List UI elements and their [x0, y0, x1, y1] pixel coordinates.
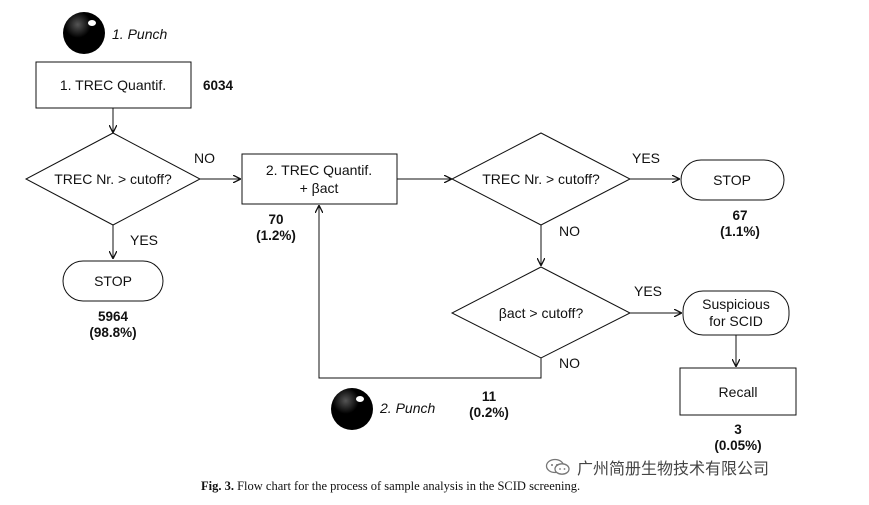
punch-1-label: 1. Punch: [112, 26, 167, 42]
punch-1-highlight: [88, 20, 96, 26]
wechat-icon: [545, 458, 570, 475]
punch-1-circle: [63, 12, 105, 54]
count-11: 11: [482, 389, 497, 404]
stop-1-label: STOP: [94, 273, 132, 289]
caption-text: Flow chart for the process of sample ana…: [237, 479, 581, 493]
decision-2-no: NO: [559, 223, 580, 239]
percent-67: (1.1%): [720, 224, 760, 239]
decision-2-label: TREC Nr. > cutoff?: [482, 171, 600, 187]
percent-3: (0.05%): [714, 438, 761, 453]
percent-11: (0.2%): [469, 405, 509, 420]
punch-2-label: 2. Punch: [379, 400, 435, 416]
trec-quantif-1-label: 1. TREC Quantif.: [60, 77, 166, 93]
count-67: 67: [732, 208, 747, 223]
decision-2-yes: YES: [632, 150, 660, 166]
count-3: 3: [734, 422, 742, 437]
punch-1: 1. Punch: [63, 12, 167, 54]
caption-prefix: Fig. 3.: [201, 479, 234, 493]
punch-2-highlight: [356, 396, 364, 402]
percent-5964: (98.8%): [89, 325, 136, 340]
decision-1-label: TREC Nr. > cutoff?: [54, 171, 172, 187]
decision-3-yes: YES: [634, 283, 662, 299]
watermark-text: 广州简册生物技术有限公司: [577, 459, 770, 478]
trec-quantif-2-label-line1: 2. TREC Quantif.: [266, 162, 372, 178]
figure-caption: Fig. 3. Flow chart for the process of sa…: [201, 479, 580, 494]
trec-quantif-2-box: [241, 153, 398, 205]
stop-2-label: STOP: [713, 172, 751, 188]
trec-quantif-2-label-line2: + βact: [300, 180, 339, 196]
punch-2: 2. Punch: [331, 388, 435, 430]
stop-2-terminator: [680, 159, 785, 201]
suspicious-label-line1: Suspicious: [702, 296, 770, 312]
decision-3-label: βact > cutoff?: [499, 305, 584, 321]
count-5964: 5964: [98, 309, 129, 324]
recall-box: [679, 367, 797, 416]
decision-1-no: NO: [194, 150, 215, 166]
percent-70: (1.2%): [256, 228, 296, 243]
recall-label: Recall: [719, 384, 758, 400]
arrow-decision3-loop-trec2: [319, 206, 542, 379]
decision-1-yes: YES: [130, 232, 158, 248]
count-70: 70: [268, 212, 283, 227]
watermark: 广州简册生物技术有限公司: [545, 455, 769, 479]
suspicious-label-line2: for SCID: [709, 313, 763, 329]
punch-2-circle: [331, 388, 373, 430]
count-6034: 6034: [203, 78, 234, 93]
trec-quantif-1-box: [35, 61, 192, 109]
decision-3-no: NO: [559, 355, 580, 371]
stop-1-terminator: [62, 260, 164, 302]
